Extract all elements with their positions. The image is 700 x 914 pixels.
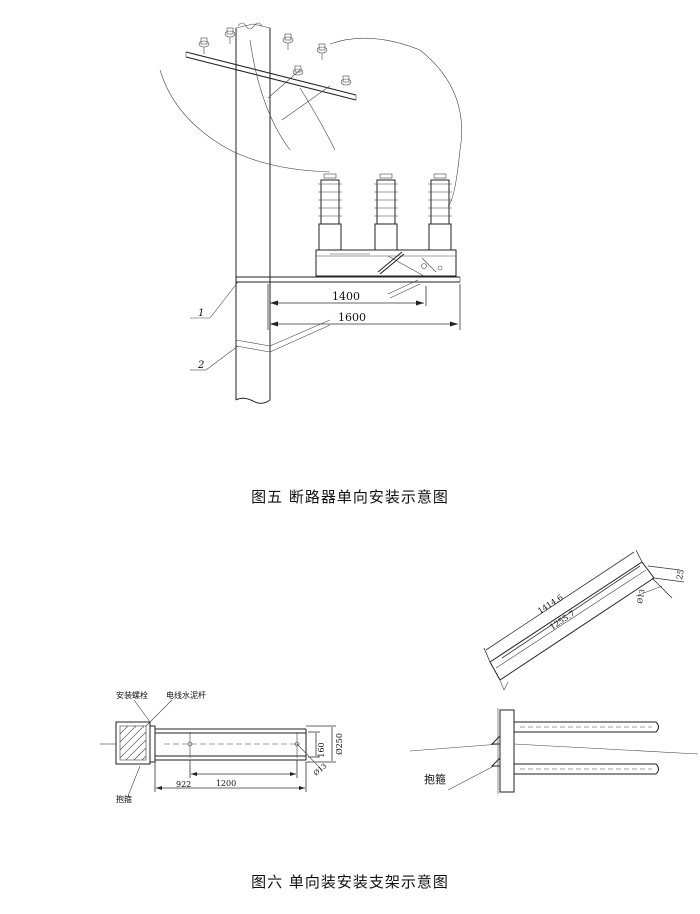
dim-13-label: Ø13: [312, 762, 328, 778]
label-concrete-pole: 电线水泥杆: [166, 690, 206, 700]
bushing-3: [428, 173, 452, 251]
dim-25-label: 25: [675, 569, 686, 581]
pin-insulators: [198, 27, 352, 86]
dim-1600-label: 1600: [338, 311, 366, 324]
dim-250-label: Ø250: [335, 733, 344, 755]
label-hoop-right: 抱箍: [424, 772, 446, 786]
dim-1200-label: 1200: [216, 779, 236, 788]
dim-160-label: 160: [317, 742, 326, 757]
dim-1414-6-label: 1414.6: [536, 593, 564, 616]
mounting-bracket: [236, 276, 461, 353]
callout-2: 2: [197, 360, 204, 371]
utility-pole: [235, 22, 271, 404]
dim-1255-7-label: 1255.7: [548, 609, 576, 632]
figure6-caption: 图六 单向装安装支架示意图: [251, 873, 449, 891]
figure5-drawing: 1400 1600 1 2: [159, 22, 462, 404]
pole-hatch: [119, 725, 147, 761]
label-mounting-bolt: 安装螺栓: [116, 690, 148, 700]
jumper-wires: [159, 37, 462, 207]
figure6-bracket-side-view: [100, 699, 336, 797]
bushing-2: [374, 173, 398, 251]
dim-1400-label: 1400: [332, 290, 360, 303]
callout-leaders: [190, 281, 239, 371]
label-hoop-left: 抱箍: [116, 794, 132, 804]
figure5-caption: 图五 断路器单向安装示意图: [251, 488, 449, 506]
bushing-1: [318, 173, 342, 251]
callout-1: 1: [198, 308, 204, 319]
dim-phi13-label: Ø13: [636, 589, 646, 605]
dimension-1400: [267, 284, 461, 330]
circuit-breaker: [315, 249, 457, 277]
cross-arm: [185, 51, 357, 121]
dimension-1600: [270, 321, 458, 327]
figure6-bracket-top-view: [409, 708, 699, 794]
dim-922-label: 922: [176, 780, 191, 789]
figure6-angle-iron: [483, 549, 685, 691]
